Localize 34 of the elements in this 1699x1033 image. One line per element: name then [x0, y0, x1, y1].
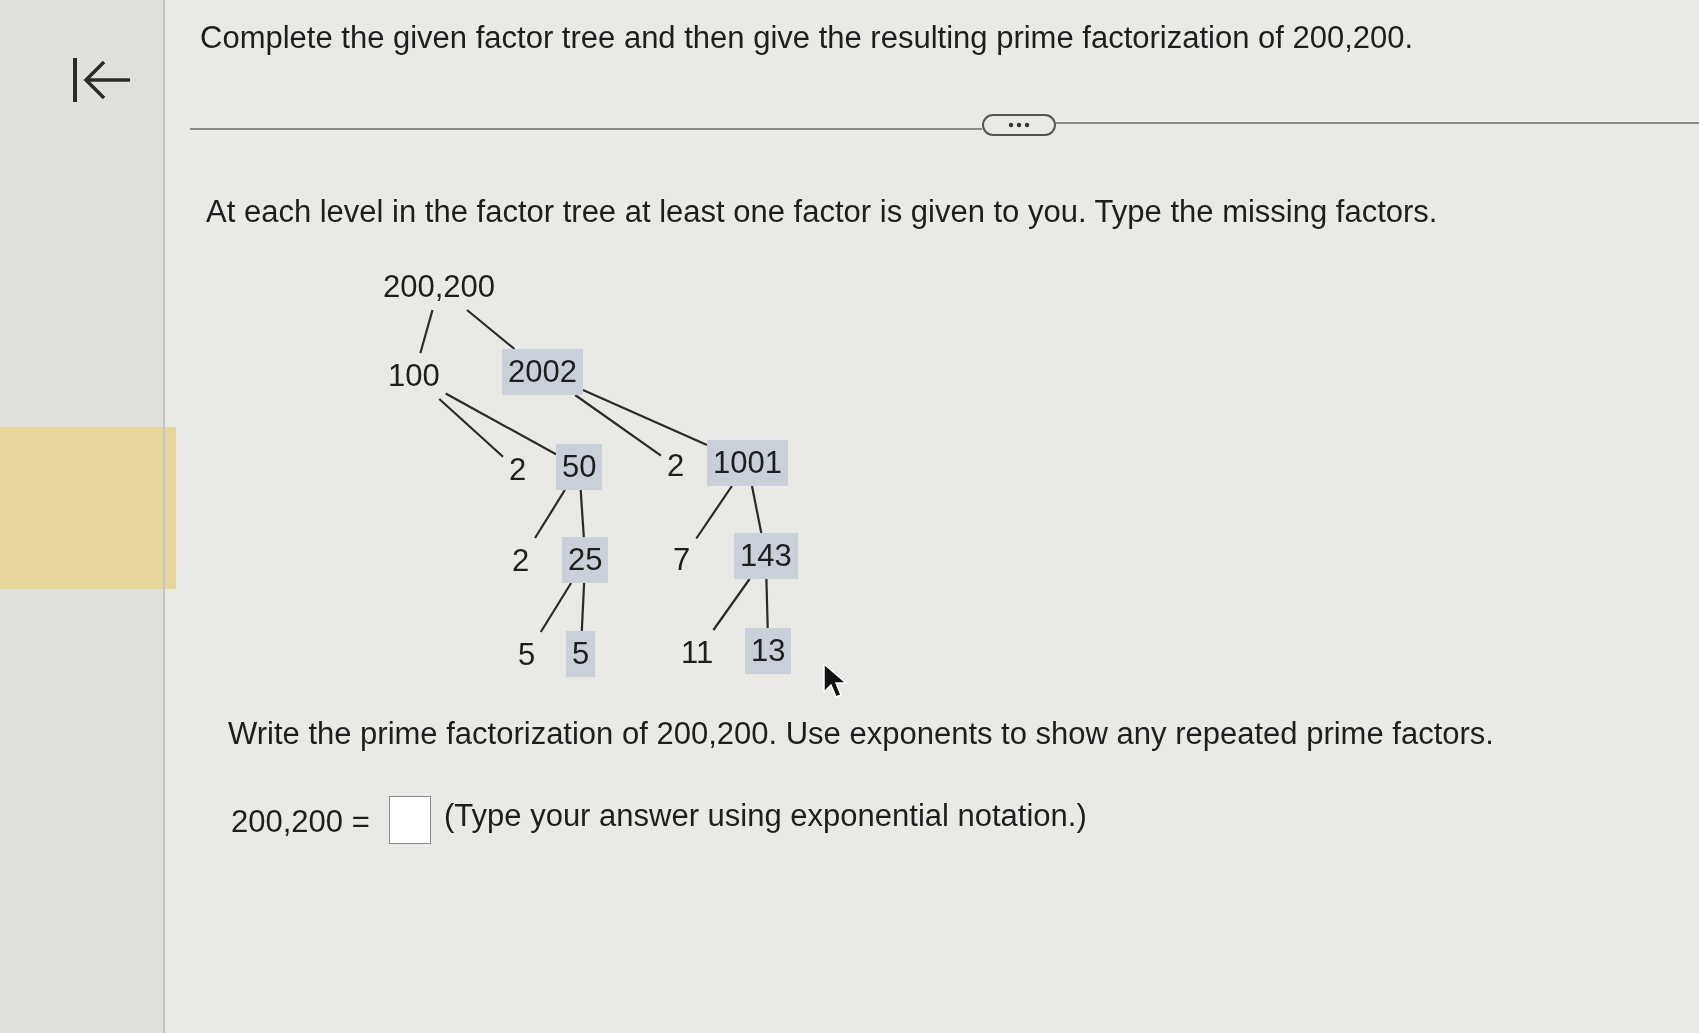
branch-line — [534, 489, 566, 539]
branch-line — [582, 389, 708, 446]
branch-line — [419, 309, 434, 354]
branch-line — [579, 489, 585, 538]
factor-number: 11 — [675, 630, 720, 676]
branch-line — [750, 485, 763, 534]
prompt-text: Write the prime factorization of 200,200. Use exponents to show any repeated prime factors. — [228, 716, 1494, 752]
answer-field: 5 — [566, 631, 596, 677]
instruction-text: At each level in the factor tree at least one factor is given to you. Type the missing factors. — [206, 194, 1438, 230]
answer-field: 25 — [562, 537, 609, 583]
question-title: Complete the given factor tree and then give the resulting prime factorization of 200,200. — [200, 20, 1414, 56]
branch-line — [539, 582, 573, 633]
answer-field: 143 — [734, 533, 798, 579]
branch-line — [712, 578, 751, 631]
branch-line — [438, 398, 504, 458]
factor-number: 2 — [506, 538, 536, 584]
factor-number: 200,200 — [377, 264, 502, 310]
factor-number: 2 — [503, 447, 533, 493]
answer-field: 1001 — [707, 440, 788, 486]
factor-number: 2 — [661, 443, 691, 489]
factor-number: 5 — [512, 632, 542, 678]
branch-line — [445, 392, 557, 456]
factor-number: 7 — [667, 537, 697, 583]
branch-line — [466, 309, 516, 350]
answer-field: 50 — [556, 444, 603, 490]
hint-text: (Type your answer using exponential notation.) — [444, 798, 1087, 834]
factor-number: 100 — [382, 353, 446, 399]
equation-label: 200,200 = — [231, 804, 370, 840]
branch-line — [574, 394, 662, 457]
answer-field: 13 — [745, 628, 792, 674]
branch-line — [695, 485, 733, 540]
branch-line — [765, 578, 769, 629]
answer-field: 2002 — [502, 349, 583, 395]
branch-line — [580, 582, 586, 632]
